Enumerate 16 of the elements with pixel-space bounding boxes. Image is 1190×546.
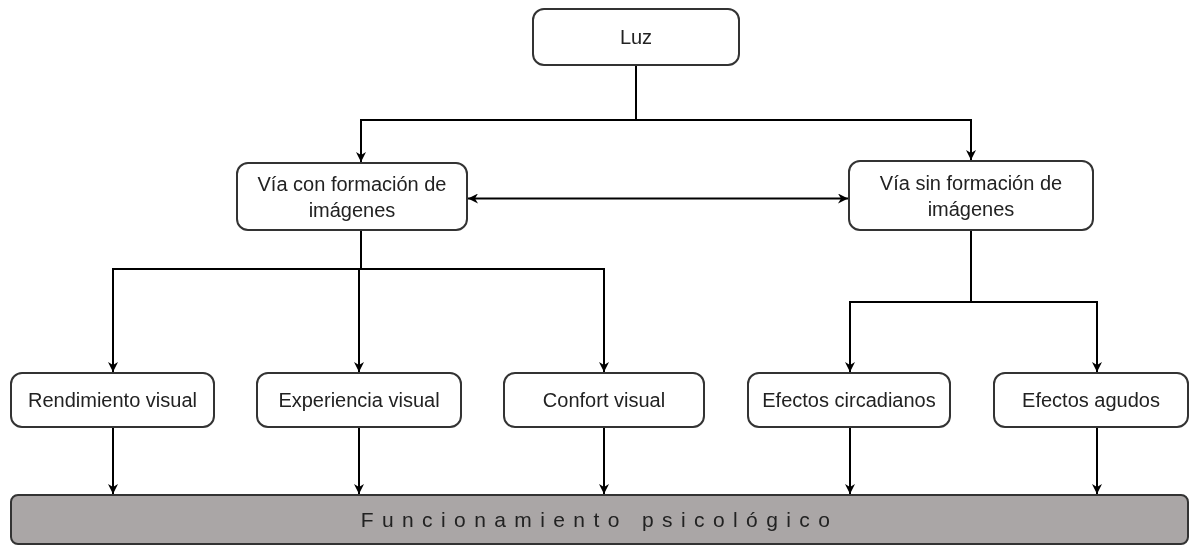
outcome-bar: Funcionamiento psicológico — [10, 494, 1189, 545]
process-box: Rendimiento visual — [10, 372, 215, 428]
process-box: Vía con formación de imágenes — [236, 162, 468, 231]
process-box: Vía sin formación de imágenes — [848, 160, 1094, 231]
arrow — [108, 427, 118, 495]
process-box: Experiencia visual — [256, 372, 462, 428]
process-box: Confort visual — [503, 372, 705, 428]
arrow — [1092, 427, 1102, 495]
process-box: Luz — [532, 8, 740, 66]
arrow — [467, 193, 849, 204]
arrow — [354, 427, 364, 495]
process-box: Efectos circadianos — [747, 372, 951, 428]
arrow — [845, 427, 855, 495]
arrow — [599, 427, 609, 495]
process-box: Efectos agudos — [993, 372, 1189, 428]
arrow — [970, 230, 1102, 373]
